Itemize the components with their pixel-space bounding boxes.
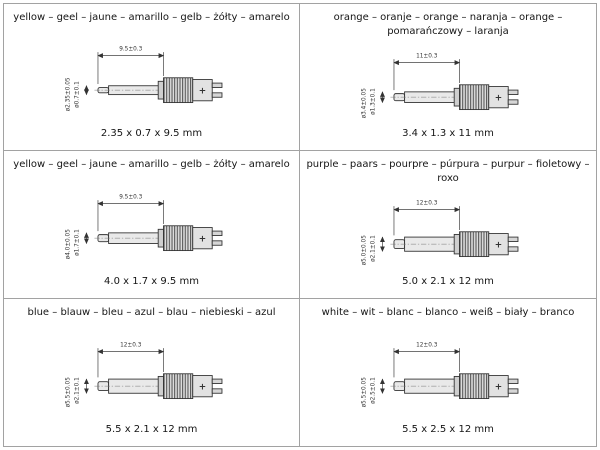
terminal-pin xyxy=(507,378,519,384)
length-dim-label: 9.5±0.3 xyxy=(119,47,142,53)
terminal-pin xyxy=(211,240,222,246)
plug-cell-orange-34: orange – oranje – orange – naranja – ora… xyxy=(300,4,596,152)
color-names-label: yellow – geel – jaune – amarillo – gelb … xyxy=(13,159,290,171)
inner-diameter-label: ø0.7±0.1 xyxy=(74,81,80,108)
color-names-label: orange – oranje – orange – naranja – ora… xyxy=(333,12,563,37)
size-label: 5.5 x 2.1 x 12 mm xyxy=(105,423,198,435)
terminal-pin xyxy=(507,99,519,105)
connector-body xyxy=(488,233,509,256)
color-names-label: blue – blauw – bleu – azul – blau – nieb… xyxy=(27,306,276,318)
connector-spec-table: yellow – geel – jaune – amarillo – gelb … xyxy=(3,3,597,447)
knurled-barrel xyxy=(162,372,193,399)
terminal-pin xyxy=(211,230,222,236)
polarity-plus-label: + xyxy=(198,234,205,244)
terminal-pin xyxy=(211,83,222,89)
terminal-pin xyxy=(507,237,519,243)
connector-body xyxy=(488,86,509,109)
outer-diameter-label: ø5.0±0.05 xyxy=(362,235,368,266)
plug-cell-purple-50: purple – paars – pourpre – púrpura – pur… xyxy=(300,151,596,299)
terminal-pin xyxy=(507,246,519,253)
color-names-label: white – wit – blanc – blanco – weiß – bi… xyxy=(321,306,575,318)
knurled-barrel xyxy=(162,77,193,104)
polarity-plus-label: + xyxy=(198,382,205,392)
plug-drawing: ø5.0±0.05 ø2.1±0.1 12±0.3 + xyxy=(300,185,596,275)
plug-diagram: ø4.0±0.05 ø1.7±0.1 9.5±0.3 + xyxy=(65,194,222,260)
color-names-label: purple – paars – pourpre – púrpura – pur… xyxy=(306,159,590,184)
outer-diameter-label: ø4.0±0.05 xyxy=(65,229,71,260)
terminal-pin xyxy=(507,387,519,394)
plug-diagram: ø2.35±0.05 ø0.7±0.1 9.5±0.3 + xyxy=(65,47,222,112)
plug-cell-yellow-235: yellow – geel – jaune – amarillo – gelb … xyxy=(4,4,300,152)
inner-diameter-label: ø2.5±0.1 xyxy=(370,376,376,403)
plug-diagram: ø5.5±0.05 ø2.5±0.1 12±0.3 + xyxy=(362,342,519,407)
plug-drawing: ø5.5±0.05 ø2.1±0.1 12±0.3 + xyxy=(4,319,299,424)
length-dim-label: 12±0.3 xyxy=(416,342,438,348)
plug-cell-yellow-40: yellow – geel – jaune – amarillo – gelb … xyxy=(4,151,300,299)
inner-diameter-label: ø2.1±0.1 xyxy=(74,376,80,403)
plug-collar xyxy=(157,228,164,248)
plug-collar xyxy=(157,81,164,100)
size-label: 3.4 x 1.3 x 11 mm xyxy=(402,128,494,140)
inner-diameter-label: ø1.7±0.1 xyxy=(74,229,80,256)
polarity-plus-label: + xyxy=(495,382,502,392)
outer-diameter-label: ø2.35±0.05 xyxy=(65,78,71,112)
length-dim-label: 12±0.3 xyxy=(416,201,438,207)
size-label: 2.35 x 0.7 x 9.5 mm xyxy=(100,128,203,140)
plug-drawing: ø2.35±0.05 ø0.7±0.1 9.5±0.3 + xyxy=(4,25,299,129)
plug-cell-blue-55: blue – blauw – bleu – azul – blau – nieb… xyxy=(4,298,300,446)
length-dim-label: 9.5±0.3 xyxy=(119,194,142,200)
plug-collar xyxy=(157,375,164,396)
plug-collar xyxy=(453,88,460,107)
length-dim-label: 12±0.3 xyxy=(120,342,142,348)
plug-diagram: ø5.0±0.05 ø2.1±0.1 12±0.3 + xyxy=(362,201,519,266)
terminal-pin xyxy=(211,387,222,394)
connector-body xyxy=(191,79,213,102)
size-label: 5.0 x 2.1 x 12 mm xyxy=(402,275,494,287)
terminal-pin xyxy=(507,89,519,96)
outer-diameter-label: ø5.5±0.05 xyxy=(362,376,368,407)
color-names-label: yellow – geel – jaune – amarillo – gelb … xyxy=(13,12,290,23)
plug-diagram: ø5.5±0.05 ø2.1±0.1 12±0.3 + xyxy=(65,342,222,407)
knurled-barrel xyxy=(459,372,490,399)
plug-drawing: ø3.4±0.05 ø1.3±0.1 11±0.3 + xyxy=(300,38,596,128)
plug-collar xyxy=(453,375,460,396)
connector-body xyxy=(191,226,213,249)
length-dim-label: 11±0.3 xyxy=(416,53,438,59)
outer-diameter-label: ø5.5±0.05 xyxy=(65,376,71,407)
plug-diagram: ø3.4±0.05 ø1.3±0.1 11±0.3 + xyxy=(362,53,519,119)
outer-diameter-label: ø3.4±0.05 xyxy=(362,88,368,119)
knurled-barrel xyxy=(162,225,193,251)
inner-diameter-label: ø1.3±0.1 xyxy=(370,88,376,115)
knurled-barrel xyxy=(459,84,490,111)
plug-drawing: ø5.5±0.05 ø2.5±0.1 12±0.3 + xyxy=(300,319,596,424)
knurled-barrel xyxy=(459,231,490,258)
size-label: 5.5 x 2.5 x 12 mm xyxy=(402,423,494,435)
terminal-pin xyxy=(211,378,222,384)
connector-body xyxy=(191,374,213,397)
plug-collar xyxy=(453,234,460,255)
polarity-plus-label: + xyxy=(495,241,502,251)
inner-diameter-label: ø2.1±0.1 xyxy=(370,235,376,262)
polarity-plus-label: + xyxy=(495,94,502,104)
connector-body xyxy=(488,374,509,397)
plug-cell-white-55: white – wit – blanc – blanco – weiß – bi… xyxy=(300,299,596,446)
polarity-plus-label: + xyxy=(198,87,205,97)
size-label: 4.0 x 1.7 x 9.5 mm xyxy=(104,275,199,287)
terminal-pin xyxy=(211,92,222,99)
plug-drawing: ø4.0±0.05 ø1.7±0.1 9.5±0.3 + xyxy=(4,172,299,276)
